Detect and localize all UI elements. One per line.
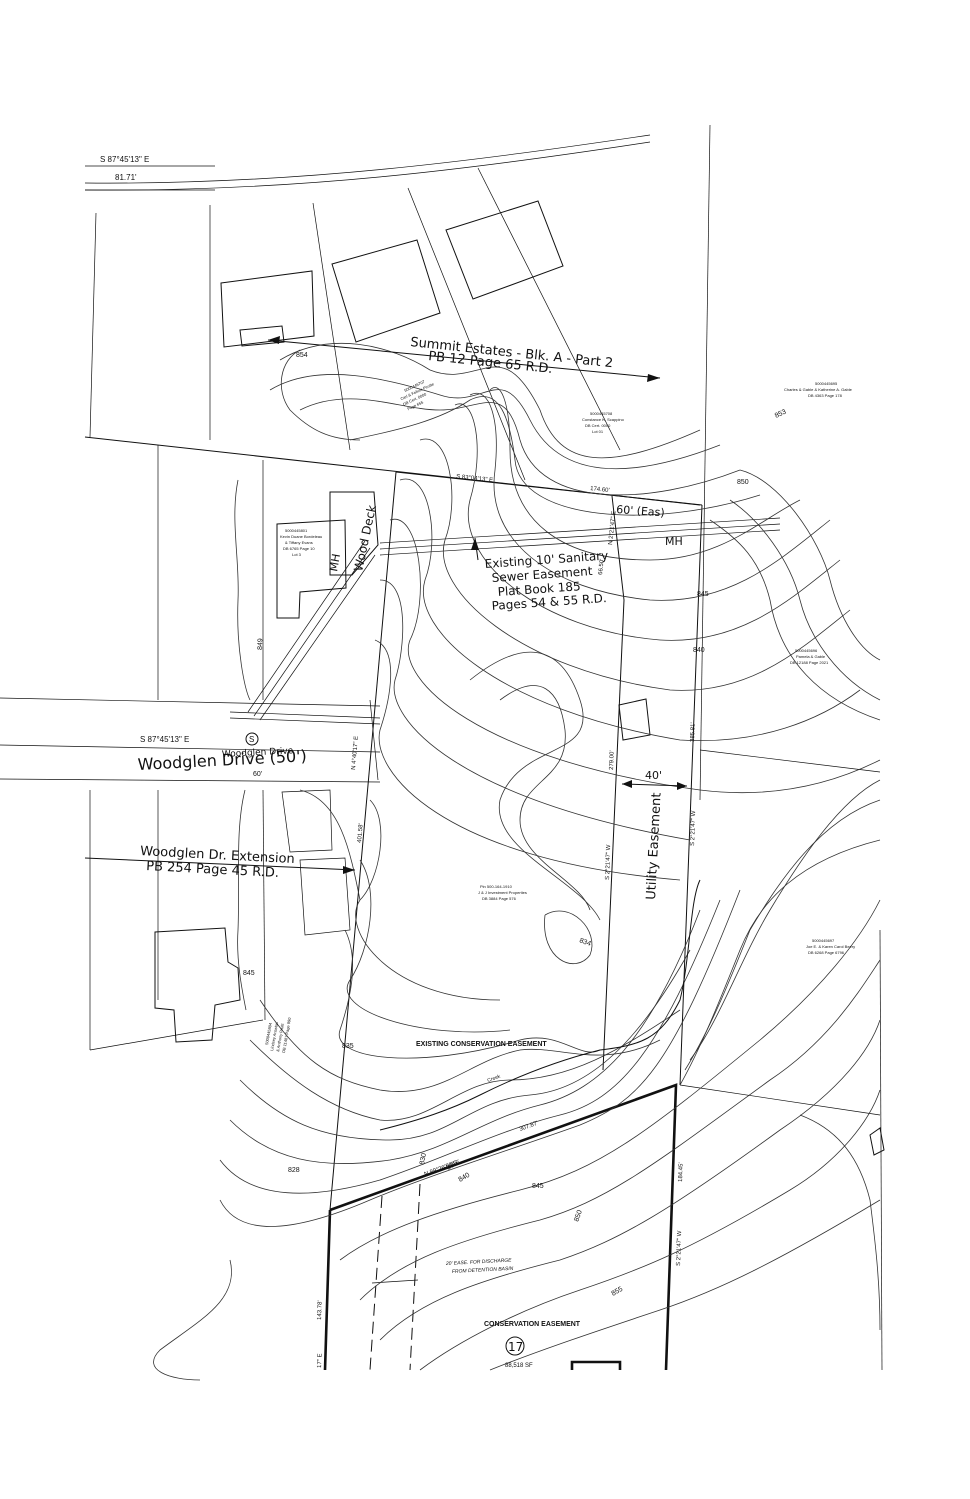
elevation-label: 853 [774, 408, 788, 419]
elevation-label: 835 [446, 1160, 460, 1172]
mh-right-label: MH [665, 535, 683, 548]
creek [379, 879, 701, 1131]
bearing-top: S 87°45'13" E [100, 155, 149, 164]
elevation-label: 834 [578, 937, 591, 948]
owner4-page: Lot 3 [292, 552, 302, 557]
owner3-id: 5000445695 [815, 381, 838, 386]
sw-bearing: 17" E [317, 1353, 324, 1368]
road-text: S 87°45'13" E 81.71' S 87°45'13" E Woodg… [100, 155, 307, 778]
discharge-line2: FROM DETENTION BASIN [452, 1266, 514, 1275]
owner3-name: Charles & Gable & Katherine A. Gable [784, 387, 853, 392]
easement-60-label: 60' (Eas) [616, 503, 665, 519]
existing-conservation-label: EXISTING CONSERVATION EASEMENT [416, 1041, 547, 1048]
owner8-deed: DB 11487 Page 990 [281, 1016, 292, 1053]
distance-top: 81.71' [115, 173, 137, 182]
south-line-distance: 307.87' [519, 1121, 539, 1133]
elevation-label: 828 [288, 1167, 300, 1174]
discharge-line1: 20' EASE. FOR DISCHARGE [445, 1258, 513, 1268]
owner2-name: Constance K. Scappino [582, 417, 625, 422]
extension-text: Woodglen Dr. Extension PB 254 Page 45 R.… [84, 844, 356, 881]
mid-top-bearing: N 2°21'47" E [608, 511, 618, 545]
elevation-label: 850 [737, 479, 749, 486]
east-upper-bearing: S 2°21'47" W [690, 810, 697, 846]
road-short-label: 60' [253, 771, 262, 778]
lot-number-circle [505, 1336, 525, 1356]
north-line-distance: 174.60' [590, 486, 610, 494]
elevation-label: 830 [419, 1153, 428, 1166]
property-lines [84, 124, 883, 1371]
elevation-label: 835 [342, 1043, 354, 1050]
conservation-label: CONSERVATION EASEMENT [484, 1321, 581, 1328]
owner7-name: Joe E. & Karen Carol Beery [806, 944, 855, 949]
owner2-id: 5000445708 [590, 411, 613, 416]
owner4-name2: & Tiffany Evans [285, 540, 313, 545]
owner4-name: Kevin Duane Bordeleau [280, 534, 322, 539]
owner4-id: 5000445801 [285, 528, 308, 533]
owner6-deed: DB 3884 Page 576 [482, 896, 517, 901]
topographic-contours [153, 342, 881, 1381]
arrow-left-icon [622, 780, 632, 788]
owner8-id: 5000445804 [264, 1022, 273, 1046]
woodglen-drive-road [0, 517, 781, 783]
elevation-label: 855 [611, 1286, 625, 1298]
owner8-name: Lindsey Anastas [269, 1022, 279, 1052]
owner5-name: Pamela & Gable [796, 654, 826, 659]
sanitary-easement-text: Existing 10' Sanitary Sewer Easement Pla… [471, 537, 609, 613]
elevation-label: 845 [697, 591, 709, 598]
tree-line-outlines [234, 349, 881, 1331]
elevation-label: 845 [532, 1183, 544, 1190]
sewer-marker-icon [245, 732, 259, 746]
sewer-marker-text: S [249, 735, 254, 744]
owner7-deed: DB 6268 Page 6796 [808, 950, 845, 955]
arrow-left-icon [268, 336, 280, 344]
owner8-name2: & Anthony Pruitt [275, 1022, 285, 1052]
building-footprints [154, 200, 885, 1156]
arrow-right-icon [343, 866, 355, 874]
owner6-name: J & J Investment Properties [478, 890, 527, 895]
elevation-labels: 854 853 850 849 845 840 834 845 835 828 … [243, 352, 788, 1298]
east-lower-distance: 184.45' [678, 1162, 685, 1182]
lot-number: 17 [508, 1340, 523, 1354]
arrow-right-icon [647, 374, 660, 382]
owner3-deed: DB 4363 Page 178 [808, 393, 843, 398]
sanitary-line3: Plat Book 185 [497, 579, 581, 599]
owner-labels: 5000445707 Carl & Felicia Pirotte DB Cer… [264, 379, 855, 1054]
owner4-deed: DB 6765 Page 10 [283, 546, 315, 551]
arrow-right-icon [677, 782, 687, 790]
elevation-label: 845 [243, 970, 255, 977]
sw-distance: 143.78' [317, 1300, 324, 1320]
east-upper-distance: 385.81' [690, 722, 697, 742]
utility-easement-label: Utility Easement [644, 792, 665, 900]
extension-plat: PB 254 Page 45 R.D. [146, 859, 280, 881]
elevation-label: 849 [257, 638, 264, 650]
wood-deck-label: Wood Deck [351, 504, 379, 573]
east-lower-bearing: S 2°21'47" W [676, 1230, 683, 1266]
bearing-road: S 87°45'13" E [140, 735, 189, 744]
elevation-label: 850 [573, 1209, 584, 1222]
owner5-deed: DB 12188 Page 2021 [790, 660, 829, 665]
owner7-id: 5000445697 [812, 938, 835, 943]
mh-left-label: MH [327, 553, 343, 573]
mid-top-distance: 66.50' [598, 558, 606, 575]
creek-label: Creek [487, 1074, 502, 1084]
north-line-bearing: S 83°04'13" E [456, 474, 493, 484]
owner2-deed: DB Cert. 0000 [585, 423, 611, 428]
elevation-label: 840 [458, 1172, 472, 1184]
lot-area: 88,518 SF [505, 1363, 533, 1369]
owner6-id: Pin 500-164-1910 [480, 884, 513, 889]
width-40-label: 40' [645, 769, 662, 782]
west-line-bearing: N 4°40'17" E [351, 736, 360, 770]
mid-line-distance: 279.00' [609, 750, 616, 770]
mid-line-bearing: S 2°21'47" W [605, 844, 612, 880]
arrow-up-icon [471, 538, 479, 550]
woodglen-drive-small-label: Woodglen Drive [222, 746, 294, 760]
owner2-page: Lot 01 [592, 429, 604, 434]
west-line-distance: 401.58' [357, 823, 365, 843]
elevation-label: 854 [296, 352, 308, 359]
elevation-label: 840 [693, 647, 705, 654]
owner5-id: 5000445696 [795, 648, 818, 653]
